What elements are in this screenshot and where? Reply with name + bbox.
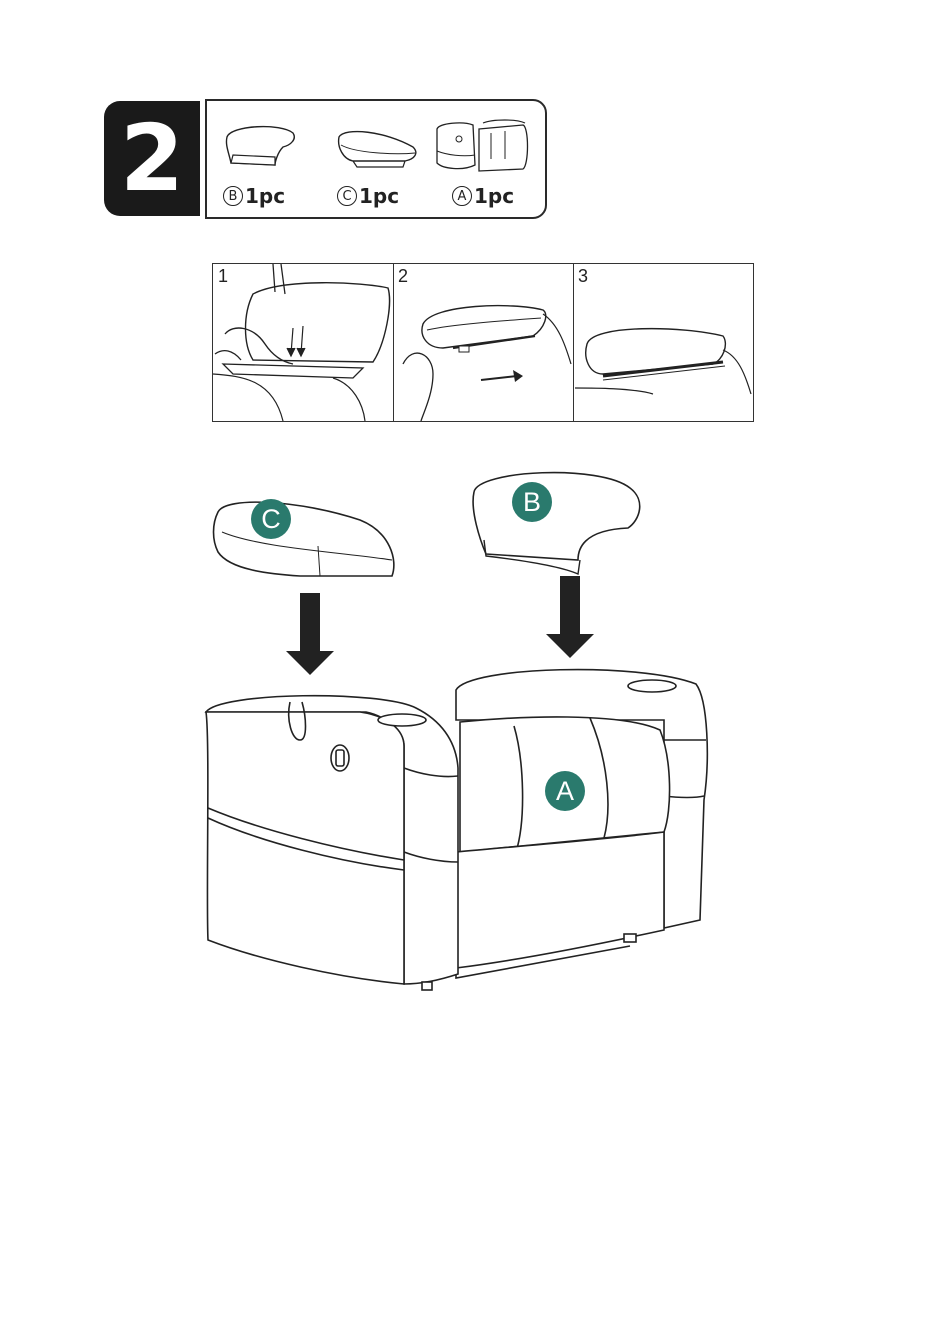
down-arrow-c: [286, 593, 334, 675]
callout-badge-b: B: [512, 482, 552, 522]
down-arrow-b: [546, 576, 594, 658]
callout-badge-a: A: [545, 771, 585, 811]
recliner-a-drawing: [206, 670, 707, 990]
headrest-b-drawing: [473, 473, 640, 574]
arm-pad-c-drawing: [214, 502, 394, 576]
callout-badge-c: C: [251, 499, 291, 539]
